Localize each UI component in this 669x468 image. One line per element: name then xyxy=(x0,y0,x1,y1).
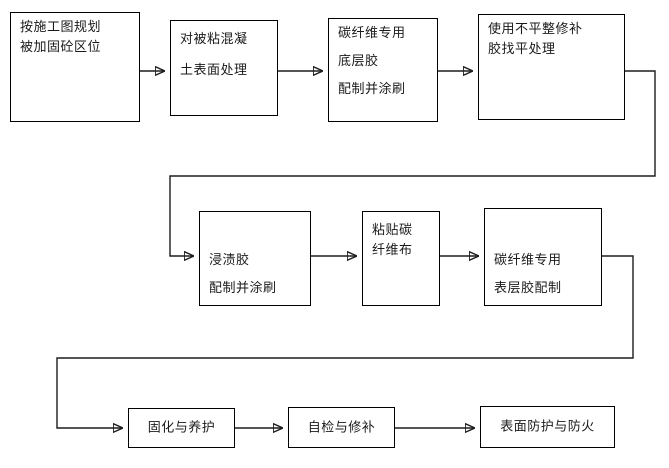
node-label-line: 配制并涂刷 xyxy=(209,281,277,296)
node-label-line: 使用不平整修补 xyxy=(488,22,583,37)
node-label-line: 对被粘混凝 xyxy=(180,32,248,47)
node-label-line: 粘贴碳 xyxy=(372,223,413,238)
process-node-leveling-putty[interactable]: 使用不平整修补 胶找平处理 xyxy=(478,14,625,120)
node-label-line: 自检与修补 xyxy=(307,420,376,435)
node-label-group: 碳纤维专用 表层胶配制 xyxy=(485,254,601,295)
node-label-line: 碳纤维专用 xyxy=(494,253,562,268)
process-node-plan-region[interactable]: 按施工图规划 被加固砼区位 xyxy=(10,12,140,122)
process-node-impregnating-resin[interactable]: 浸渍胶 配制并涂刷 xyxy=(199,211,311,306)
node-label-group: 按施工图规划 被加固砼区位 xyxy=(11,21,139,54)
node-label-line: 底层胶 xyxy=(338,54,379,69)
process-node-cure-and-maintain[interactable]: 固化与养护 xyxy=(128,408,235,448)
node-label-line: 浸渍胶 xyxy=(209,253,250,268)
node-label-group: 对被粘混凝 土表面处理 xyxy=(171,33,277,77)
node-label-line: 胶找平处理 xyxy=(488,42,556,57)
process-node-topcoat-resin[interactable]: 碳纤维专用 表层胶配制 xyxy=(484,208,602,306)
process-node-bond-carbon-fabric[interactable]: 粘贴碳 纤维布 xyxy=(362,211,440,306)
process-node-surface-protection[interactable]: 表面防护与防火 xyxy=(480,406,615,448)
edge-n4-n5 xyxy=(169,70,656,256)
node-label-line: 碳纤维专用 xyxy=(338,26,406,41)
node-label-line: 被加固砼区位 xyxy=(20,40,102,55)
node-label-group: 粘贴碳 纤维布 xyxy=(363,224,439,257)
node-label-line: 土表面处理 xyxy=(180,63,248,78)
node-label-group: 使用不平整修补 胶找平处理 xyxy=(479,23,624,56)
node-label-group: 自检与修补 xyxy=(289,421,394,434)
process-node-surface-treatment[interactable]: 对被粘混凝 土表面处理 xyxy=(170,20,278,116)
process-node-self-inspection[interactable]: 自检与修补 xyxy=(288,407,395,448)
node-label-group: 固化与养护 xyxy=(129,422,234,435)
process-node-primer-mix[interactable]: 碳纤维专用 底层胶 配制并涂刷 xyxy=(328,18,438,122)
node-label-group: 浸渍胶 配制并涂刷 xyxy=(200,254,310,295)
node-label-group: 表面防护与防火 xyxy=(481,421,614,434)
node-label-line: 固化与养护 xyxy=(147,420,216,436)
node-label-group: 碳纤维专用 底层胶 配制并涂刷 xyxy=(329,27,437,96)
node-label-line: 配制并涂刷 xyxy=(338,82,406,97)
node-label-line: 纤维布 xyxy=(372,243,413,258)
node-label-line: 按施工图规划 xyxy=(20,20,102,35)
node-label-line: 表层胶配制 xyxy=(494,281,562,296)
edge-n7-n8 xyxy=(56,255,634,428)
node-label-line: 表面防护与防火 xyxy=(500,419,595,435)
